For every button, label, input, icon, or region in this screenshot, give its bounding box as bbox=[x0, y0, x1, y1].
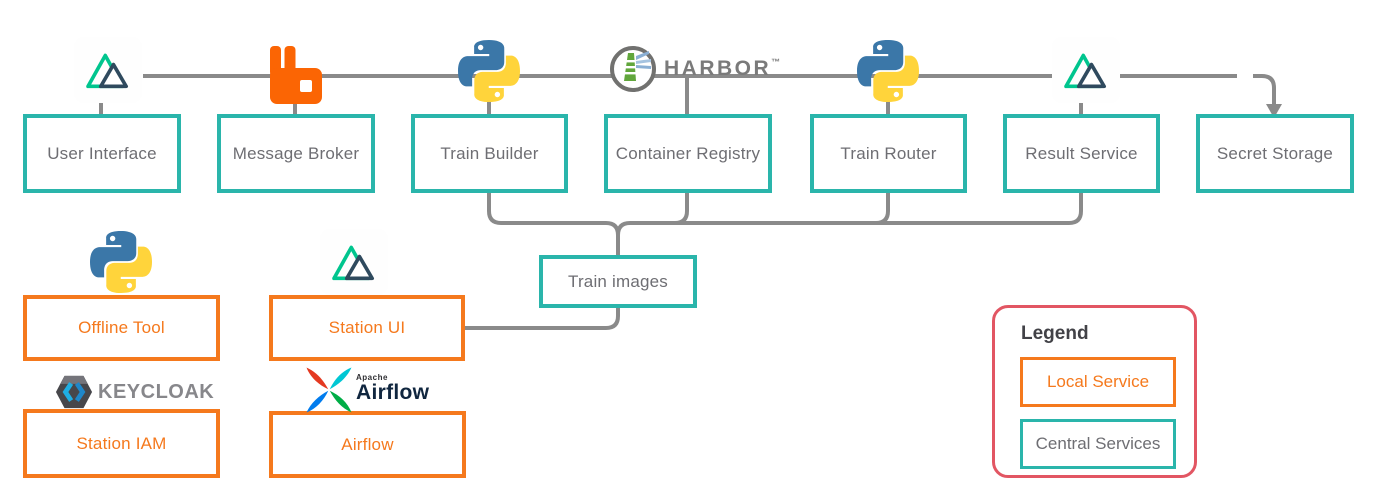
nuxt-navy-triangle bbox=[98, 62, 128, 89]
keycloak-shield-icon bbox=[55, 375, 93, 409]
node-label: Station UI bbox=[328, 318, 406, 337]
node-station-iam: Station IAM bbox=[23, 409, 220, 478]
legend-local-label: Local Service bbox=[1046, 372, 1150, 391]
result-to-images-line bbox=[616, 193, 1083, 255]
python-icon bbox=[857, 40, 919, 102]
node-train-images: Train images bbox=[539, 255, 697, 308]
legend-local-service-swatch: Local Service bbox=[1020, 357, 1176, 407]
airflow-pinwheel-icon bbox=[306, 367, 352, 413]
airflow-name-text: Airflow bbox=[356, 381, 430, 404]
keycloak-logo: KEYCLOAK bbox=[55, 372, 214, 412]
harbor-lighthouse-icon bbox=[610, 46, 656, 92]
airflow-blade-teal bbox=[329, 367, 352, 390]
legend-central-services-swatch: Central Services bbox=[1020, 419, 1176, 469]
node-result-service: Result Service bbox=[1003, 114, 1160, 193]
secret-storage-connector bbox=[1253, 74, 1276, 106]
rabbitmq-icon bbox=[270, 46, 322, 104]
keycloak-wordmark: KEYCLOAK bbox=[98, 380, 215, 403]
router-to-images-line bbox=[875, 193, 890, 225]
harbor-wordmark-text: HARBOR bbox=[664, 57, 772, 80]
node-label: Result Service bbox=[1025, 143, 1138, 163]
node-label: Container Registry bbox=[615, 143, 761, 163]
node-label: Station IAM bbox=[76, 433, 167, 453]
airflow-wordmark: Apache Airflow bbox=[356, 373, 430, 404]
keycloak-chevron-left bbox=[62, 382, 74, 402]
node-airflow: Airflow bbox=[269, 411, 466, 478]
harbor-beam-2 bbox=[636, 59, 651, 64]
rabbitmq-body bbox=[270, 68, 322, 104]
node-label: Message Broker bbox=[232, 143, 360, 163]
node-offline-tool: Offline Tool bbox=[23, 295, 220, 361]
node-label: Offline Tool bbox=[78, 318, 165, 337]
keycloak-shield-top bbox=[60, 375, 88, 384]
harbor-stripe-1 bbox=[625, 60, 636, 63]
node-label: Train Builder bbox=[440, 143, 539, 163]
python-yellow-snake bbox=[873, 55, 919, 102]
harbor-logo: HARBOR™ bbox=[609, 45, 780, 93]
node-label: Secret Storage bbox=[1216, 143, 1334, 163]
nuxt-mountains-icon bbox=[74, 37, 142, 103]
registry-to-images-line bbox=[674, 193, 689, 225]
harbor-beam-1 bbox=[636, 51, 649, 60]
legend-panel: Legend Local Service Central Services bbox=[992, 305, 1197, 478]
node-secret-storage: Secret Storage bbox=[1196, 114, 1354, 193]
harbor-stripe-2 bbox=[625, 66, 636, 69]
python-yellow-snake bbox=[106, 246, 152, 293]
node-label: User Interface bbox=[47, 143, 157, 163]
python-icon bbox=[90, 231, 152, 293]
rabbitmq-notch bbox=[300, 80, 312, 92]
nuxt-mountains-icon bbox=[1052, 37, 1120, 103]
harbor-beam-3 bbox=[636, 65, 651, 69]
python-blue-snake bbox=[458, 40, 505, 87]
harbor-trademark: ™ bbox=[771, 57, 781, 67]
airflow-blade-blue bbox=[306, 390, 329, 413]
airflow-logo: Apache Airflow bbox=[305, 366, 429, 414]
harbor-stripe-3 bbox=[624, 72, 636, 75]
python-yellow-snake bbox=[474, 55, 520, 102]
arrowhead-into-secret-storage bbox=[1266, 104, 1282, 118]
node-label: Train images bbox=[567, 271, 669, 291]
nuxt-navy-triangle bbox=[344, 254, 374, 281]
airflow-apache-text: Apache bbox=[356, 373, 388, 382]
node-train-builder: Train Builder bbox=[411, 114, 568, 193]
node-message-broker: Message Broker bbox=[217, 114, 375, 193]
airflow-blade-green bbox=[329, 390, 352, 413]
node-train-router: Train Router bbox=[810, 114, 967, 193]
python-blue-snake bbox=[90, 231, 137, 278]
keycloak-shield-body bbox=[55, 375, 93, 409]
legend-central-label: Central Services bbox=[1035, 434, 1161, 453]
keycloak-chevron-right bbox=[74, 382, 86, 402]
python-icon bbox=[458, 40, 520, 102]
nuxt-navy-triangle bbox=[1076, 62, 1106, 89]
node-container-registry: Container Registry bbox=[604, 114, 772, 193]
legend-title: Legend bbox=[1021, 323, 1089, 344]
node-user-interface: User Interface bbox=[23, 114, 181, 193]
images-to-station-ui-line bbox=[465, 308, 620, 330]
node-station-ui: Station UI bbox=[269, 295, 465, 361]
airflow-blade-red bbox=[306, 367, 329, 390]
harbor-wordmark: HARBOR™ bbox=[664, 57, 780, 81]
node-label: Train Router bbox=[840, 143, 937, 163]
node-label: Airflow bbox=[341, 434, 394, 454]
builder-to-images-line bbox=[487, 193, 620, 255]
python-blue-snake bbox=[857, 40, 904, 87]
nuxt-mountains-icon bbox=[320, 229, 388, 295]
